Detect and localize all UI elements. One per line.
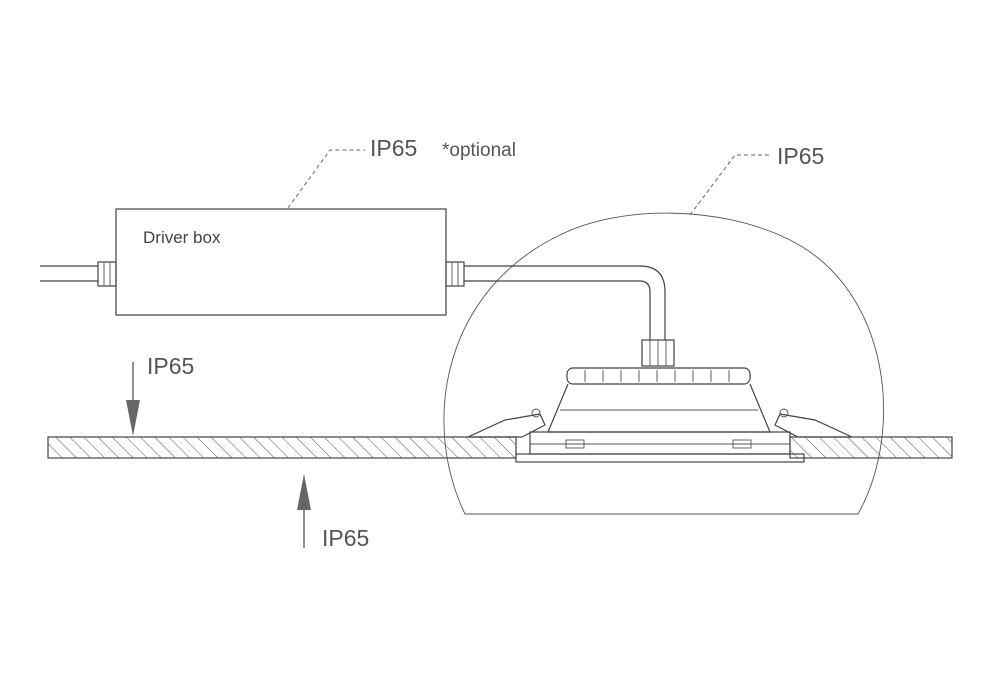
driver-ip-rating: IP65: [370, 135, 417, 161]
fixture-leader-line: [689, 154, 770, 216]
driver-optional-note: *optional: [442, 140, 516, 161]
top-arrow: [126, 362, 140, 436]
cables: [40, 265, 666, 340]
ip-zone-outline: [443, 212, 885, 515]
top-surface-ip-rating: IP65: [147, 353, 194, 379]
bottom-arrow: [297, 474, 311, 548]
driver-box: [97, 208, 465, 316]
driver-leader-line: [287, 149, 365, 209]
ceiling-slab: [47, 436, 953, 459]
driver-box-label: Driver box: [143, 228, 221, 247]
luminaire: [467, 339, 853, 463]
bottom-surface-ip-rating: IP65: [322, 525, 369, 551]
fixture-ip-rating: IP65: [777, 143, 824, 169]
